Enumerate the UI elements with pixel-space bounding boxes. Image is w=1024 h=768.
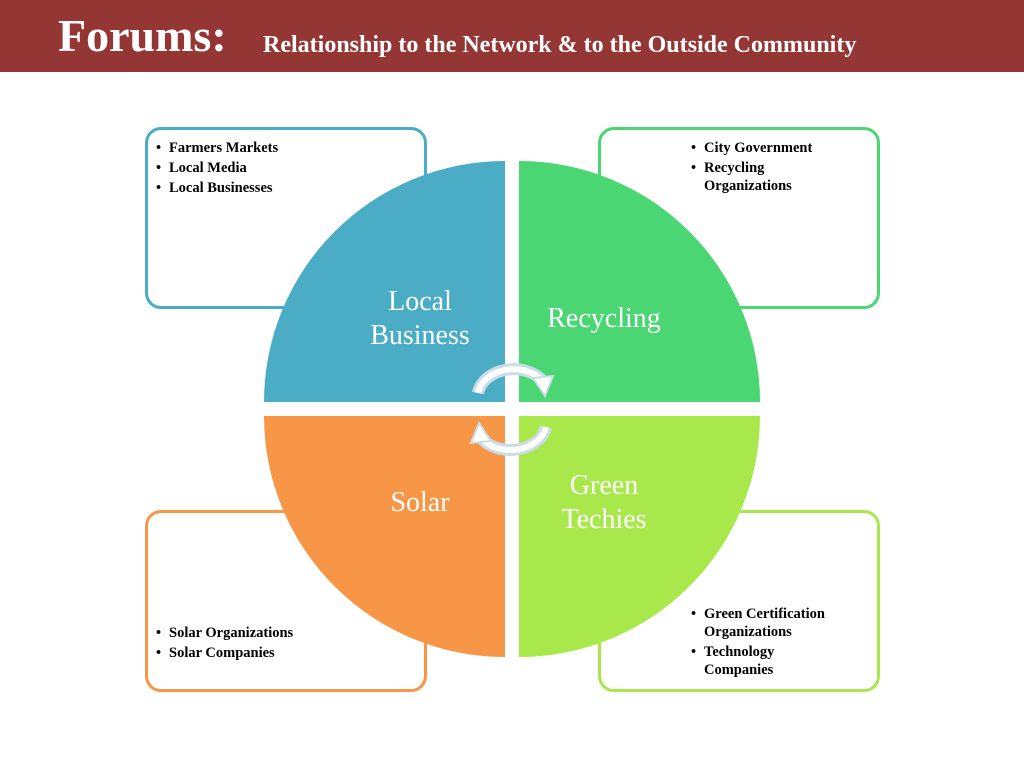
slide-title: Forums: — [58, 10, 227, 61]
solar-label: Solar — [390, 487, 450, 518]
local-business-list: Farmers Markets Local Media Local Busine… — [156, 139, 416, 199]
green-techies-label-line1: Green — [570, 470, 638, 501]
list-item: Technology Companies — [691, 643, 824, 679]
local-business-label-line2: Business — [370, 320, 470, 351]
list-item: Local Businesses — [156, 179, 416, 197]
list-item: Solar Companies — [156, 644, 356, 662]
green-techies-label-line2: Techies — [561, 504, 646, 535]
list-item: Farmers Markets — [156, 139, 416, 157]
recycling-list: City Government Recycling Organizations — [691, 139, 861, 197]
recycling-label: Recycling — [547, 303, 661, 334]
list-item: City Government — [691, 139, 861, 157]
title-bar: Forums: Relationship to the Network & to… — [0, 0, 1024, 72]
local-business-label-line1: Local — [388, 286, 452, 317]
local-business-quadrant — [264, 161, 505, 402]
green-techies-quadrant — [519, 416, 760, 657]
solar-quadrant — [264, 416, 505, 657]
recycling-quadrant — [519, 161, 760, 402]
circular-arrows-icon — [469, 363, 555, 457]
list-item: Green Certification Organizations — [691, 605, 861, 641]
list-item: Solar Organizations — [156, 624, 356, 642]
slide-subtitle: Relationship to the Network & to the Out… — [263, 32, 857, 58]
solar-list: Solar Organizations Solar Companies — [156, 624, 356, 664]
green-techies-list: Green Certification Organizations Techno… — [691, 605, 861, 681]
list-item: Local Media — [156, 159, 416, 177]
list-item: Recycling Organizations — [691, 159, 824, 195]
